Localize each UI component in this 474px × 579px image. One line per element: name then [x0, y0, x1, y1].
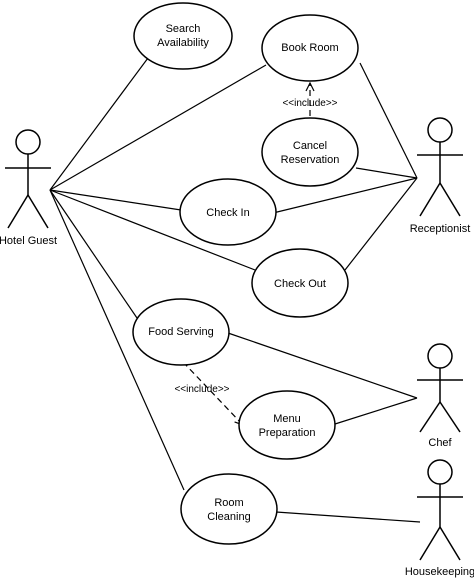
stick-figure-icon	[5, 129, 51, 229]
include-label-2: <<include>>	[174, 384, 229, 395]
use-case-room-cleaning[interactable]: Room Cleaning	[180, 473, 278, 545]
assoc-chef-food	[227, 332, 418, 399]
use-case-label-line: Preparation	[259, 427, 316, 439]
assoc-guest-room-cleaning	[49, 189, 185, 491]
actor-hotel-guest[interactable]: Hotel Guest	[0, 129, 57, 247]
actor-receptionist[interactable]: Receptionist	[410, 117, 471, 235]
assoc-guest-book	[49, 64, 267, 191]
use-case-label-line: Cancel	[293, 140, 327, 152]
use-case-label-line: Room	[214, 497, 243, 509]
use-case-label-line: Check In	[206, 207, 249, 219]
receptionist-associations	[272, 62, 418, 271]
actor-label: Housekeeping	[405, 566, 474, 578]
chef-associations	[227, 332, 418, 425]
use-case-label-line: Check Out	[274, 278, 326, 290]
use-case-label-line: Reservation	[281, 154, 340, 166]
actor-label: Receptionist	[410, 223, 471, 235]
assoc-guest-checkin	[49, 189, 182, 211]
guest-associations	[49, 57, 267, 491]
assoc-receptionist-cancel	[355, 167, 418, 179]
use-case-label-line: Search	[166, 23, 201, 35]
use-case-label-line: Food Serving	[148, 326, 213, 338]
stick-figure-icon	[417, 343, 463, 433]
use-case-check-out[interactable]: Check Out	[251, 248, 349, 318]
actor-chef[interactable]: Chef	[417, 343, 463, 449]
use-case-book-room[interactable]: Book Room	[261, 14, 359, 82]
use-case-label-line: Book Room	[281, 42, 338, 54]
stick-figure-icon	[417, 459, 463, 561]
actor-housekeeping[interactable]: Housekeeping	[405, 459, 474, 578]
use-case-menu-preparation[interactable]: Menu Preparation	[238, 390, 336, 460]
actor-label: Chef	[428, 437, 452, 449]
stick-figure-icon	[417, 117, 463, 217]
use-case-cancel-reservation[interactable]: Cancel Reservation	[261, 117, 359, 187]
assoc-chef-menu	[334, 397, 418, 425]
use-case-check-in[interactable]: Check In	[179, 178, 277, 246]
assoc-housekeeping-room-cleaning	[275, 511, 421, 523]
use-case-label-line: Cleaning	[207, 511, 250, 523]
assoc-receptionist-checkin	[272, 177, 418, 214]
assoc-guest-food	[49, 189, 138, 319]
include-arrow-food-menu	[182, 361, 243, 425]
assoc-receptionist-checkout	[344, 177, 418, 271]
assoc-guest-search	[49, 57, 149, 191]
actor-label: Hotel Guest	[0, 235, 57, 247]
assoc-guest-checkout	[49, 189, 256, 271]
use-case-search-availability[interactable]: Search Availability	[133, 2, 233, 70]
include-label-1: <<include>>	[282, 98, 337, 109]
assoc-receptionist-book	[359, 62, 418, 179]
use-case-food-serving[interactable]: Food Serving	[132, 298, 230, 366]
use-case-label-line: Availability	[157, 37, 209, 49]
use-case-label-line: Menu	[273, 413, 301, 425]
